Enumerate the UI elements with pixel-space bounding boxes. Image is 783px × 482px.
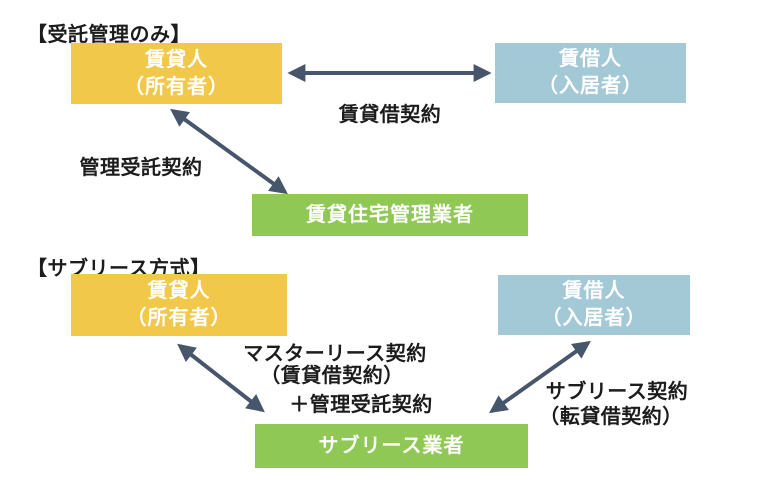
arrow-sublease-contract (489, 340, 591, 414)
node-lessee-line2: （入居者） (541, 307, 647, 329)
node-sublease-operator: サブリース業者 (255, 424, 528, 468)
label-master-lease-line1: マスターリース契約 (243, 343, 427, 365)
node-manager-label: 賃貸住宅管理業者 (306, 203, 474, 226)
node-lessor-line2: （所有者） (126, 307, 232, 329)
node-lessee-line1: 賃借人 (562, 280, 626, 302)
node-lessor-owner-2: 賃貸人 （所有者） (71, 274, 287, 336)
label-management-contract: 管理受託契約 (79, 157, 203, 179)
label-master-lease-line3: ＋管理受託契約 (289, 394, 433, 416)
label-lease-contract: 賃貸借契約 (338, 104, 442, 126)
node-lessor-line1: 賃貸人 (145, 48, 208, 71)
node-lessee-resident-2: 賃借人 （入居者） (498, 275, 690, 335)
section-heading-entrusted-management: 【受託管理のみ】 (27, 24, 191, 46)
node-lessor-line2: （所有者） (124, 75, 229, 98)
label-master-lease-line2: （賃貸借契約） (260, 365, 404, 387)
node-rental-housing-manager: 賃貸住宅管理業者 (252, 194, 528, 236)
arrow-master-lease-contract (177, 343, 265, 413)
arrow-management-contract (170, 108, 288, 195)
node-lessor-owner-1: 賃貸人 （所有者） (71, 43, 282, 104)
node-lessee-line1: 賃借人 (559, 48, 622, 70)
label-sublease-line1: サブリース契約 (545, 381, 689, 403)
node-lessee-line2: （入居者） (538, 75, 643, 97)
node-operator-label: サブリース業者 (318, 434, 465, 457)
label-sublease-line2: （転貸借契約） (539, 406, 683, 428)
node-lessor-line1: 賃貸人 (147, 280, 211, 302)
node-lessee-resident-1: 賃借人 （入居者） (495, 43, 686, 103)
